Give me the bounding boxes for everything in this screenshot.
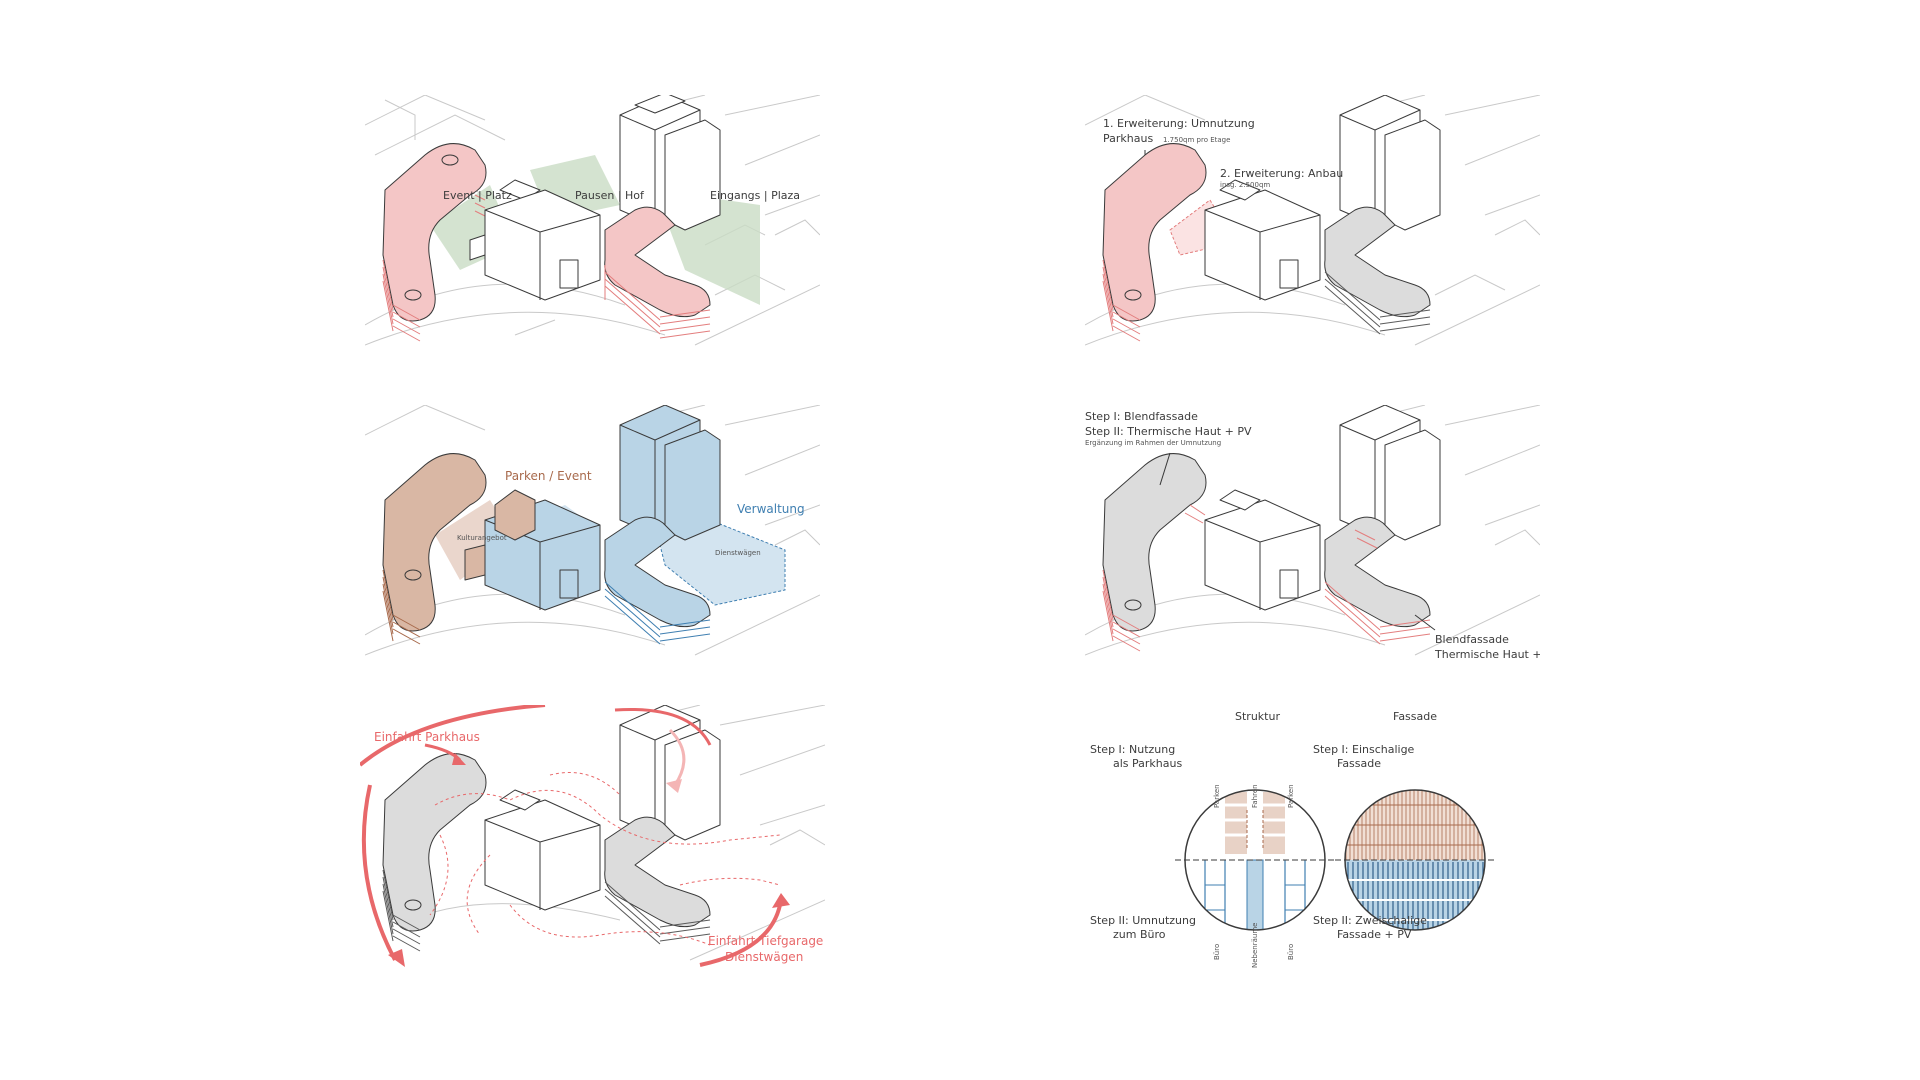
label-verwaltung: Verwaltung: [737, 502, 805, 516]
fassade-circle: [1335, 789, 1495, 931]
vlabel-buero-2: Büro: [1287, 944, 1295, 960]
label-ext2-line1: 2. Erweiterung: Anbau: [1220, 167, 1343, 180]
circulation-paths: [429, 772, 781, 946]
label-ext1-line1: 1. Erweiterung: Umnutzung: [1103, 117, 1255, 130]
label-right-step1-l1: Step I: Einschalige: [1313, 743, 1415, 756]
arrow-top: [360, 705, 546, 767]
context-buildings: [399, 705, 825, 961]
arrow-left: [361, 784, 397, 961]
label-step2-thermische-haut: Step II: Thermische Haut + PV: [1085, 425, 1252, 438]
panel3-labels: Parken / Event Kulturangebot Verwaltung …: [457, 469, 805, 557]
vertical-labels-top: Parken Fahren Parken: [1213, 784, 1295, 808]
panel4-labels: Step I: Blendfassade Step II: Thermische…: [1085, 410, 1540, 661]
vlabel-parken-2: Parken: [1287, 784, 1295, 808]
label-right-blendfassade: Blendfassade: [1435, 633, 1509, 646]
label-right-step1-l2: Fassade: [1337, 757, 1381, 770]
label-einfahrt-parkhaus: Einfahrt Parkhaus: [374, 730, 480, 744]
arrow-top-right: [614, 707, 712, 746]
panel6-step-labels: Step I: Nutzung als Parkhaus Step II: Um…: [1090, 743, 1427, 941]
tower-building: [1339, 95, 1441, 231]
parkhaus-left-building: [382, 453, 487, 645]
context-buildings: [1085, 405, 1540, 656]
arrow-tower-light: [668, 728, 686, 786]
vlabel-parken-1: Parken: [1213, 784, 1221, 808]
parkhaus-right-building: [1324, 516, 1431, 645]
parkhaus-left-building: [382, 143, 487, 342]
label-pausen-hof: Pausen | Hof: [575, 189, 645, 202]
vlabel-fahren: Fahren: [1251, 784, 1259, 808]
tower-building: [1339, 405, 1441, 541]
arrow-bottom-right: [699, 904, 782, 967]
central-hall-building: [1204, 489, 1321, 611]
label-kulturangebot: Kulturangebot: [457, 534, 507, 542]
panel-program-spaces: Event | Platz Pausen | Hof Eingangs | Pl…: [365, 95, 820, 346]
heading-struktur: Struktur: [1235, 710, 1280, 723]
label-left-step2-l1: Step II: Umnutzung: [1090, 914, 1196, 927]
label-left-step2-l2: zum Büro: [1113, 928, 1166, 941]
panel5-labels: Einfahrt Parkhaus Einfahrt Tiefgarage Di…: [374, 730, 823, 964]
heading-fassade: Fassade: [1393, 710, 1437, 723]
leader-line-left: [1159, 452, 1171, 486]
parkhaus-right-building: [604, 516, 711, 645]
leader-line-right: [1414, 614, 1436, 631]
panel-structure-facade: Struktur Fassade Parke: [1090, 710, 1495, 968]
arrow-into-parkhaus-head: [452, 753, 466, 765]
label-step1-blendfassade: Step I: Blendfassade: [1085, 410, 1198, 423]
label-right-step2-l2: Fassade + PV: [1337, 928, 1412, 941]
arrow-left-head: [388, 949, 405, 967]
label-ext2-note: insg. 2.500qm: [1220, 181, 1270, 189]
label-step2-note: Ergänzung im Rahmen der Umnutzung: [1085, 439, 1221, 447]
label-ext1-line2: Parkhaus: [1103, 132, 1153, 145]
access-arrows: [360, 705, 790, 967]
central-hall-building: [484, 789, 601, 911]
panel-access-circulation: Einfahrt Parkhaus Einfahrt Tiefgarage Di…: [360, 705, 825, 967]
label-event-platz: Event | Platz: [443, 189, 512, 202]
label-eingangs-plaza: Eingangs | Plaza: [710, 189, 800, 202]
vlabel-buero-1: Büro: [1213, 944, 1221, 960]
central-hall-building: [464, 489, 601, 611]
label-parken-event: Parken / Event: [505, 469, 592, 483]
arrow-tower-light-head: [666, 779, 682, 793]
arrow-bottom-right-head: [772, 893, 790, 908]
parkhaus-left-building: [1102, 453, 1207, 652]
parkhaus-right-building: [604, 206, 711, 339]
panel1-labels: Event | Platz Pausen | Hof Eingangs | Pl…: [443, 189, 800, 202]
panel-extensions: 1. Erweiterung: Umnutzung Parkhaus 1.750…: [1085, 95, 1540, 346]
label-einfahrt-tiefgarage: Einfahrt Tiefgarage: [708, 934, 823, 948]
label-dienstwaegen: Dienstwägen: [715, 549, 761, 557]
label-right-step2-l1: Step II: Zweischalige: [1313, 914, 1427, 927]
central-hall-building: [1204, 179, 1321, 301]
parkhaus-right-building: [1324, 206, 1431, 335]
tower-building: [619, 405, 721, 541]
struktur-circle: [1175, 789, 1335, 931]
vlabel-nebenraeume: Nebenräume: [1251, 923, 1259, 968]
label-ext1-note: 1.750qm pro Etage: [1163, 136, 1230, 144]
panel-facade-steps: Step I: Blendfassade Step II: Thermische…: [1085, 405, 1540, 661]
central-hall-building: [469, 179, 601, 301]
label-left-step1-l2: als Parkhaus: [1113, 757, 1182, 770]
parkhaus-right-building: [604, 816, 711, 945]
tower-building: [619, 705, 721, 841]
panel2-labels: 1. Erweiterung: Umnutzung Parkhaus 1.750…: [1103, 117, 1343, 189]
vertical-labels-bottom: Büro Nebenräume Büro: [1213, 923, 1295, 968]
parkhaus-left-building: [1102, 143, 1207, 342]
label-right-thermische-haut: Thermische Haut + PV: [1434, 648, 1540, 661]
context-buildings: [1085, 95, 1540, 346]
label-dienstwaegen: Dienstwägen: [725, 950, 803, 964]
panel-usage-zones: Parken / Event Kulturangebot Verwaltung …: [365, 405, 820, 656]
parkhaus-left-building: [382, 753, 487, 952]
context-buildings: [365, 405, 820, 656]
label-left-step1-l1: Step I: Nutzung: [1090, 743, 1175, 756]
